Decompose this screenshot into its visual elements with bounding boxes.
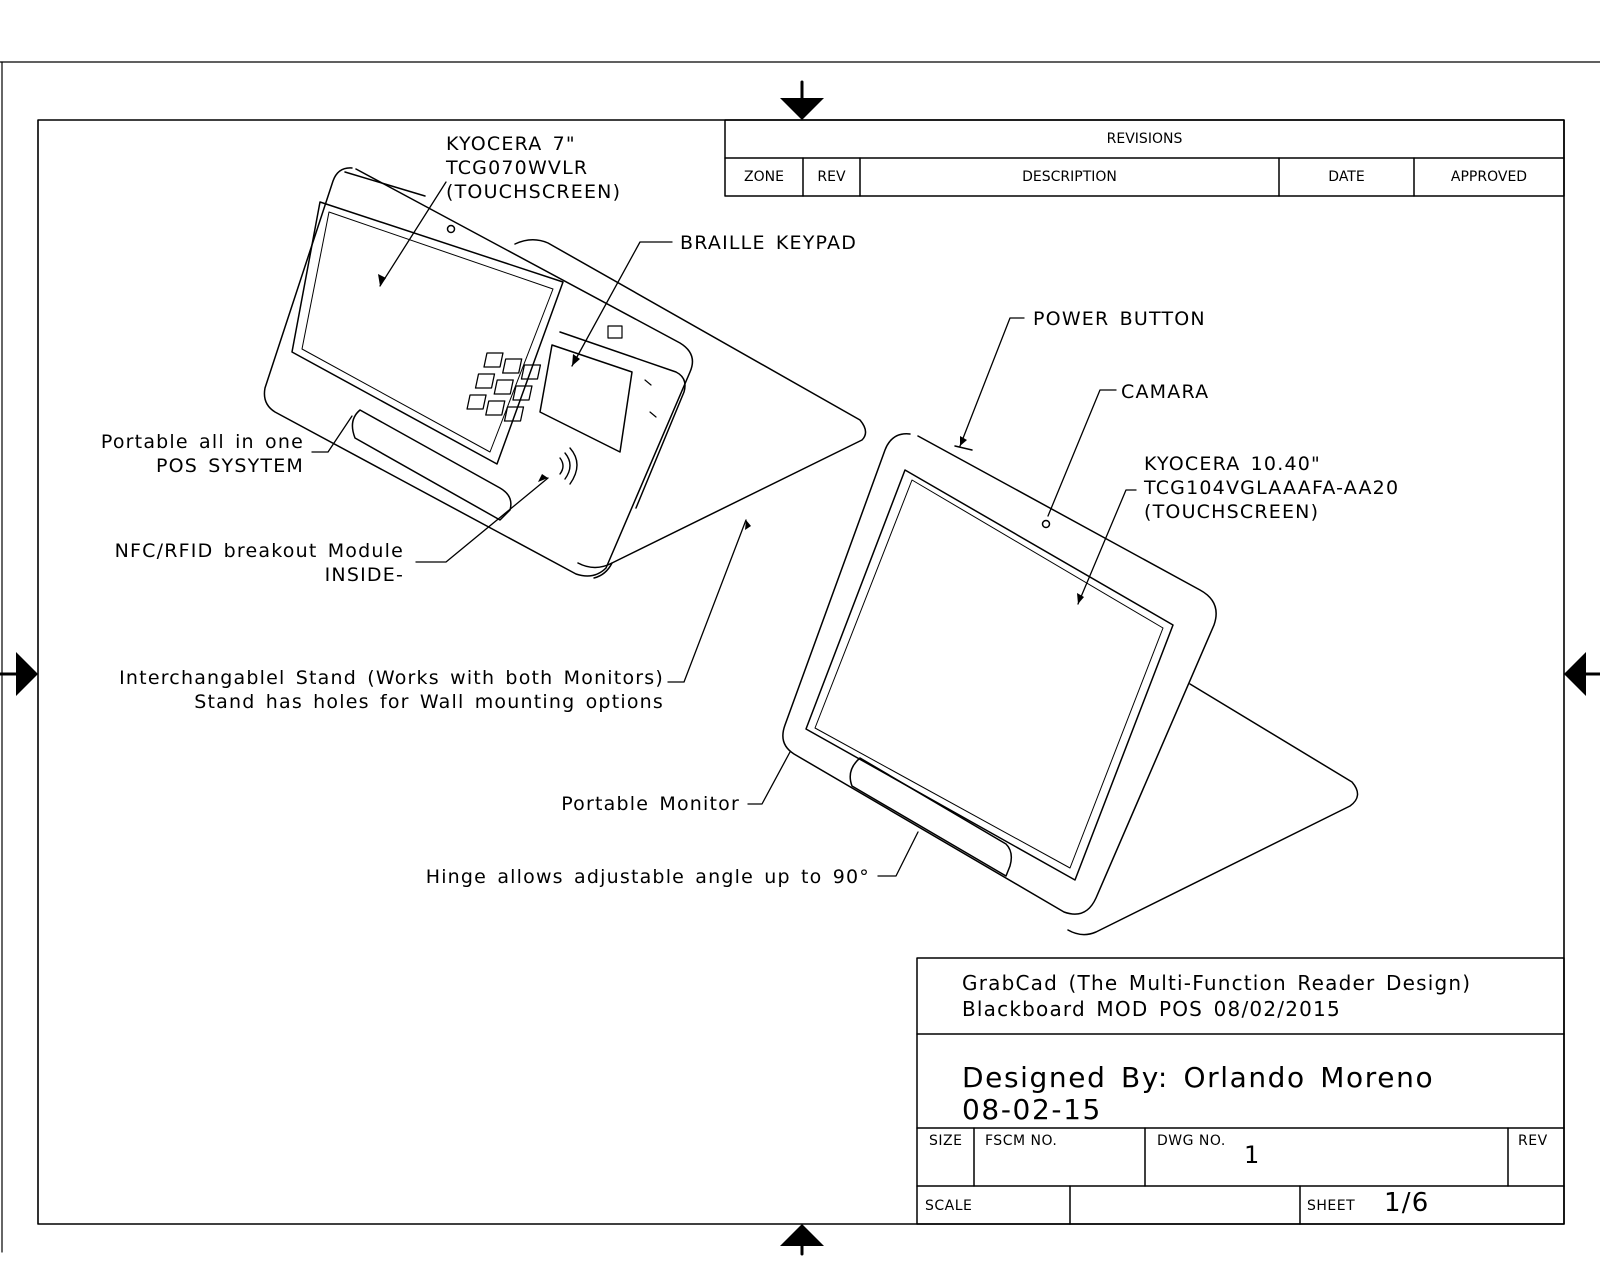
rev-label: REV bbox=[1518, 1133, 1548, 1149]
scale-label: SCALE bbox=[925, 1198, 973, 1214]
callout-braille-keypad: BRAILLE KEYPAD bbox=[680, 232, 858, 254]
title-line1: GrabCad (The Multi-Function Reader Desig… bbox=[962, 971, 1472, 995]
leader-arrowheads bbox=[378, 274, 1084, 604]
braille-keys bbox=[466, 352, 542, 422]
rev-col-rev: REV bbox=[817, 169, 846, 185]
rev-col-zone: ZONE bbox=[744, 169, 784, 185]
title-block-designer: Designed By: Orlando Moreno 08-02-15 bbox=[962, 1062, 1434, 1126]
callout-stand-line1: Interchangablel Stand (Works with both M… bbox=[119, 667, 664, 689]
designer-line2: 08-02-15 bbox=[962, 1093, 1102, 1126]
callout-pos-system: Portable all in one POS SYSYTEM bbox=[101, 430, 304, 478]
small-pos-device bbox=[263, 167, 867, 579]
callout-nfc-module-line2: INSIDE- bbox=[324, 564, 404, 586]
callout-power-button: POWER BUTTON bbox=[1033, 308, 1206, 330]
callout-large-screen-line3: (TOUCHSCREEN) bbox=[1144, 501, 1320, 523]
large-monitor-device bbox=[782, 433, 1359, 936]
callout-small-screen-line2: TCG070WVLR bbox=[446, 157, 589, 179]
centering-arrows bbox=[0, 80, 1600, 1256]
callout-large-screen-line1: KYOCERA 10.40" bbox=[1144, 453, 1321, 475]
sheet-value: 1/6 bbox=[1384, 1188, 1430, 1218]
title-block-title: GrabCad (The Multi-Function Reader Desig… bbox=[962, 970, 1471, 1022]
callout-pos-system-line1: Portable all in one bbox=[100, 431, 304, 453]
fscm-label: FSCM NO. bbox=[985, 1133, 1058, 1149]
dwg-value: 1 bbox=[1244, 1141, 1261, 1169]
callout-hinge: Hinge allows adjustable angle up to 90° bbox=[425, 866, 870, 888]
rev-col-approved: APPROVED bbox=[1450, 169, 1528, 185]
callout-small-screen-line1: KYOCERA 7" bbox=[446, 133, 576, 155]
sheet-label: SHEET bbox=[1307, 1198, 1356, 1214]
callout-portable-monitor: Portable Monitor bbox=[561, 793, 740, 815]
callout-large-screen-line2: TCG104VGLAAAFA-AA20 bbox=[1144, 477, 1400, 499]
callout-nfc-module: NFC/RFID breakout Module INSIDE- bbox=[115, 539, 404, 587]
leader-lines bbox=[311, 181, 1137, 877]
title-line2: Blackboard MOD POS 08/02/2015 bbox=[962, 997, 1341, 1021]
size-label: SIZE bbox=[929, 1133, 963, 1149]
designer-line1: Designed By: Orlando Moreno bbox=[962, 1061, 1435, 1094]
dwg-label: DWG NO. bbox=[1157, 1133, 1226, 1149]
rev-col-date: DATE bbox=[1328, 169, 1365, 185]
callout-large-screen: KYOCERA 10.40" TCG104VGLAAAFA-AA20 (TOUC… bbox=[1144, 452, 1399, 524]
rev-col-description: DESCRIPTION bbox=[1022, 169, 1117, 185]
title-block bbox=[916, 957, 1565, 1225]
revisions-title: REVISIONS bbox=[1106, 131, 1183, 147]
callout-small-screen-line3: (TOUCHSCREEN) bbox=[446, 181, 622, 203]
revisions-table bbox=[724, 119, 1565, 197]
callout-stand: Interchangablel Stand (Works with both M… bbox=[119, 666, 664, 714]
callout-stand-line2: Stand has holes for Wall mounting option… bbox=[194, 691, 664, 713]
callout-pos-system-line2: POS SYSYTEM bbox=[155, 455, 304, 477]
callout-small-screen: KYOCERA 7" TCG070WVLR (TOUCHSCREEN) bbox=[446, 132, 621, 204]
nfc-icon bbox=[559, 447, 578, 485]
callout-nfc-module-line1: NFC/RFID breakout Module bbox=[114, 540, 404, 562]
callout-camera: CAMARA bbox=[1121, 381, 1210, 403]
